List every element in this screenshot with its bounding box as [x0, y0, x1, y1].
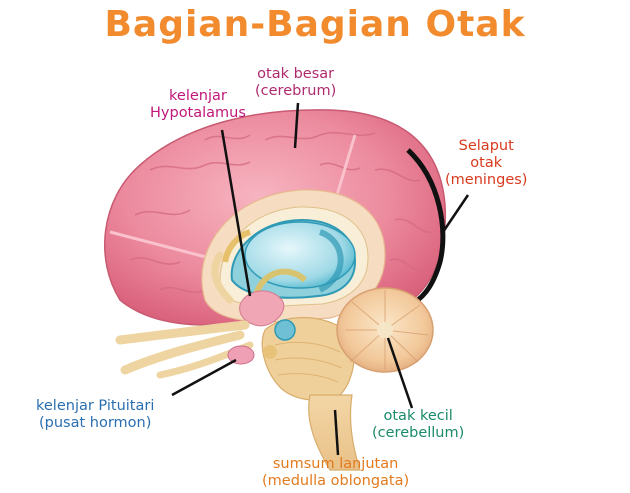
label-medulla: sumsum lanjutan (medulla oblongata): [262, 456, 409, 490]
label-cerebellum-line1: otak kecil: [383, 408, 453, 424]
label-cerebrum-line2: (cerebrum): [255, 83, 337, 99]
label-meninges: Selaput otak (meninges): [445, 138, 527, 189]
label-medulla-line2: (medulla oblongata): [262, 473, 410, 489]
cerebellum: [336, 287, 434, 373]
label-hypothalamus-line1: kelenjar: [169, 88, 227, 104]
label-pituitary-line1: kelenjar Pituitari: [36, 398, 155, 414]
page-title: Bagian-Bagian Otak: [104, 4, 526, 45]
label-pituitary-line2: (pusat hormon): [38, 415, 152, 431]
hypothalamus: [239, 290, 285, 327]
label-cerebrum: otak besar (cerebrum): [255, 66, 336, 100]
label-medulla-line1: sumsum lanjutan: [272, 456, 399, 472]
label-meninges-line2: otak: [470, 155, 503, 171]
label-hypothalamus: kelenjar Hypotalamus: [150, 88, 246, 122]
label-cerebrum-line1: otak besar: [257, 66, 335, 82]
label-meninges-line3: (meninges): [445, 172, 528, 188]
label-cerebellum: otak kecil (cerebellum): [372, 408, 464, 442]
label-cerebellum-line2: (cerebellum): [372, 425, 465, 441]
label-meninges-line1: Selaput: [458, 138, 514, 154]
gyri-folds: [129, 131, 433, 294]
medulla-oblongata: [308, 394, 361, 471]
label-pituitary: kelenjar Pituitari (pusat hormon): [36, 398, 154, 432]
pointer-lines: [171, 102, 470, 456]
label-hypothalamus-line2: Hypotalamus: [150, 105, 246, 121]
meninges-arc: [406, 148, 446, 308]
